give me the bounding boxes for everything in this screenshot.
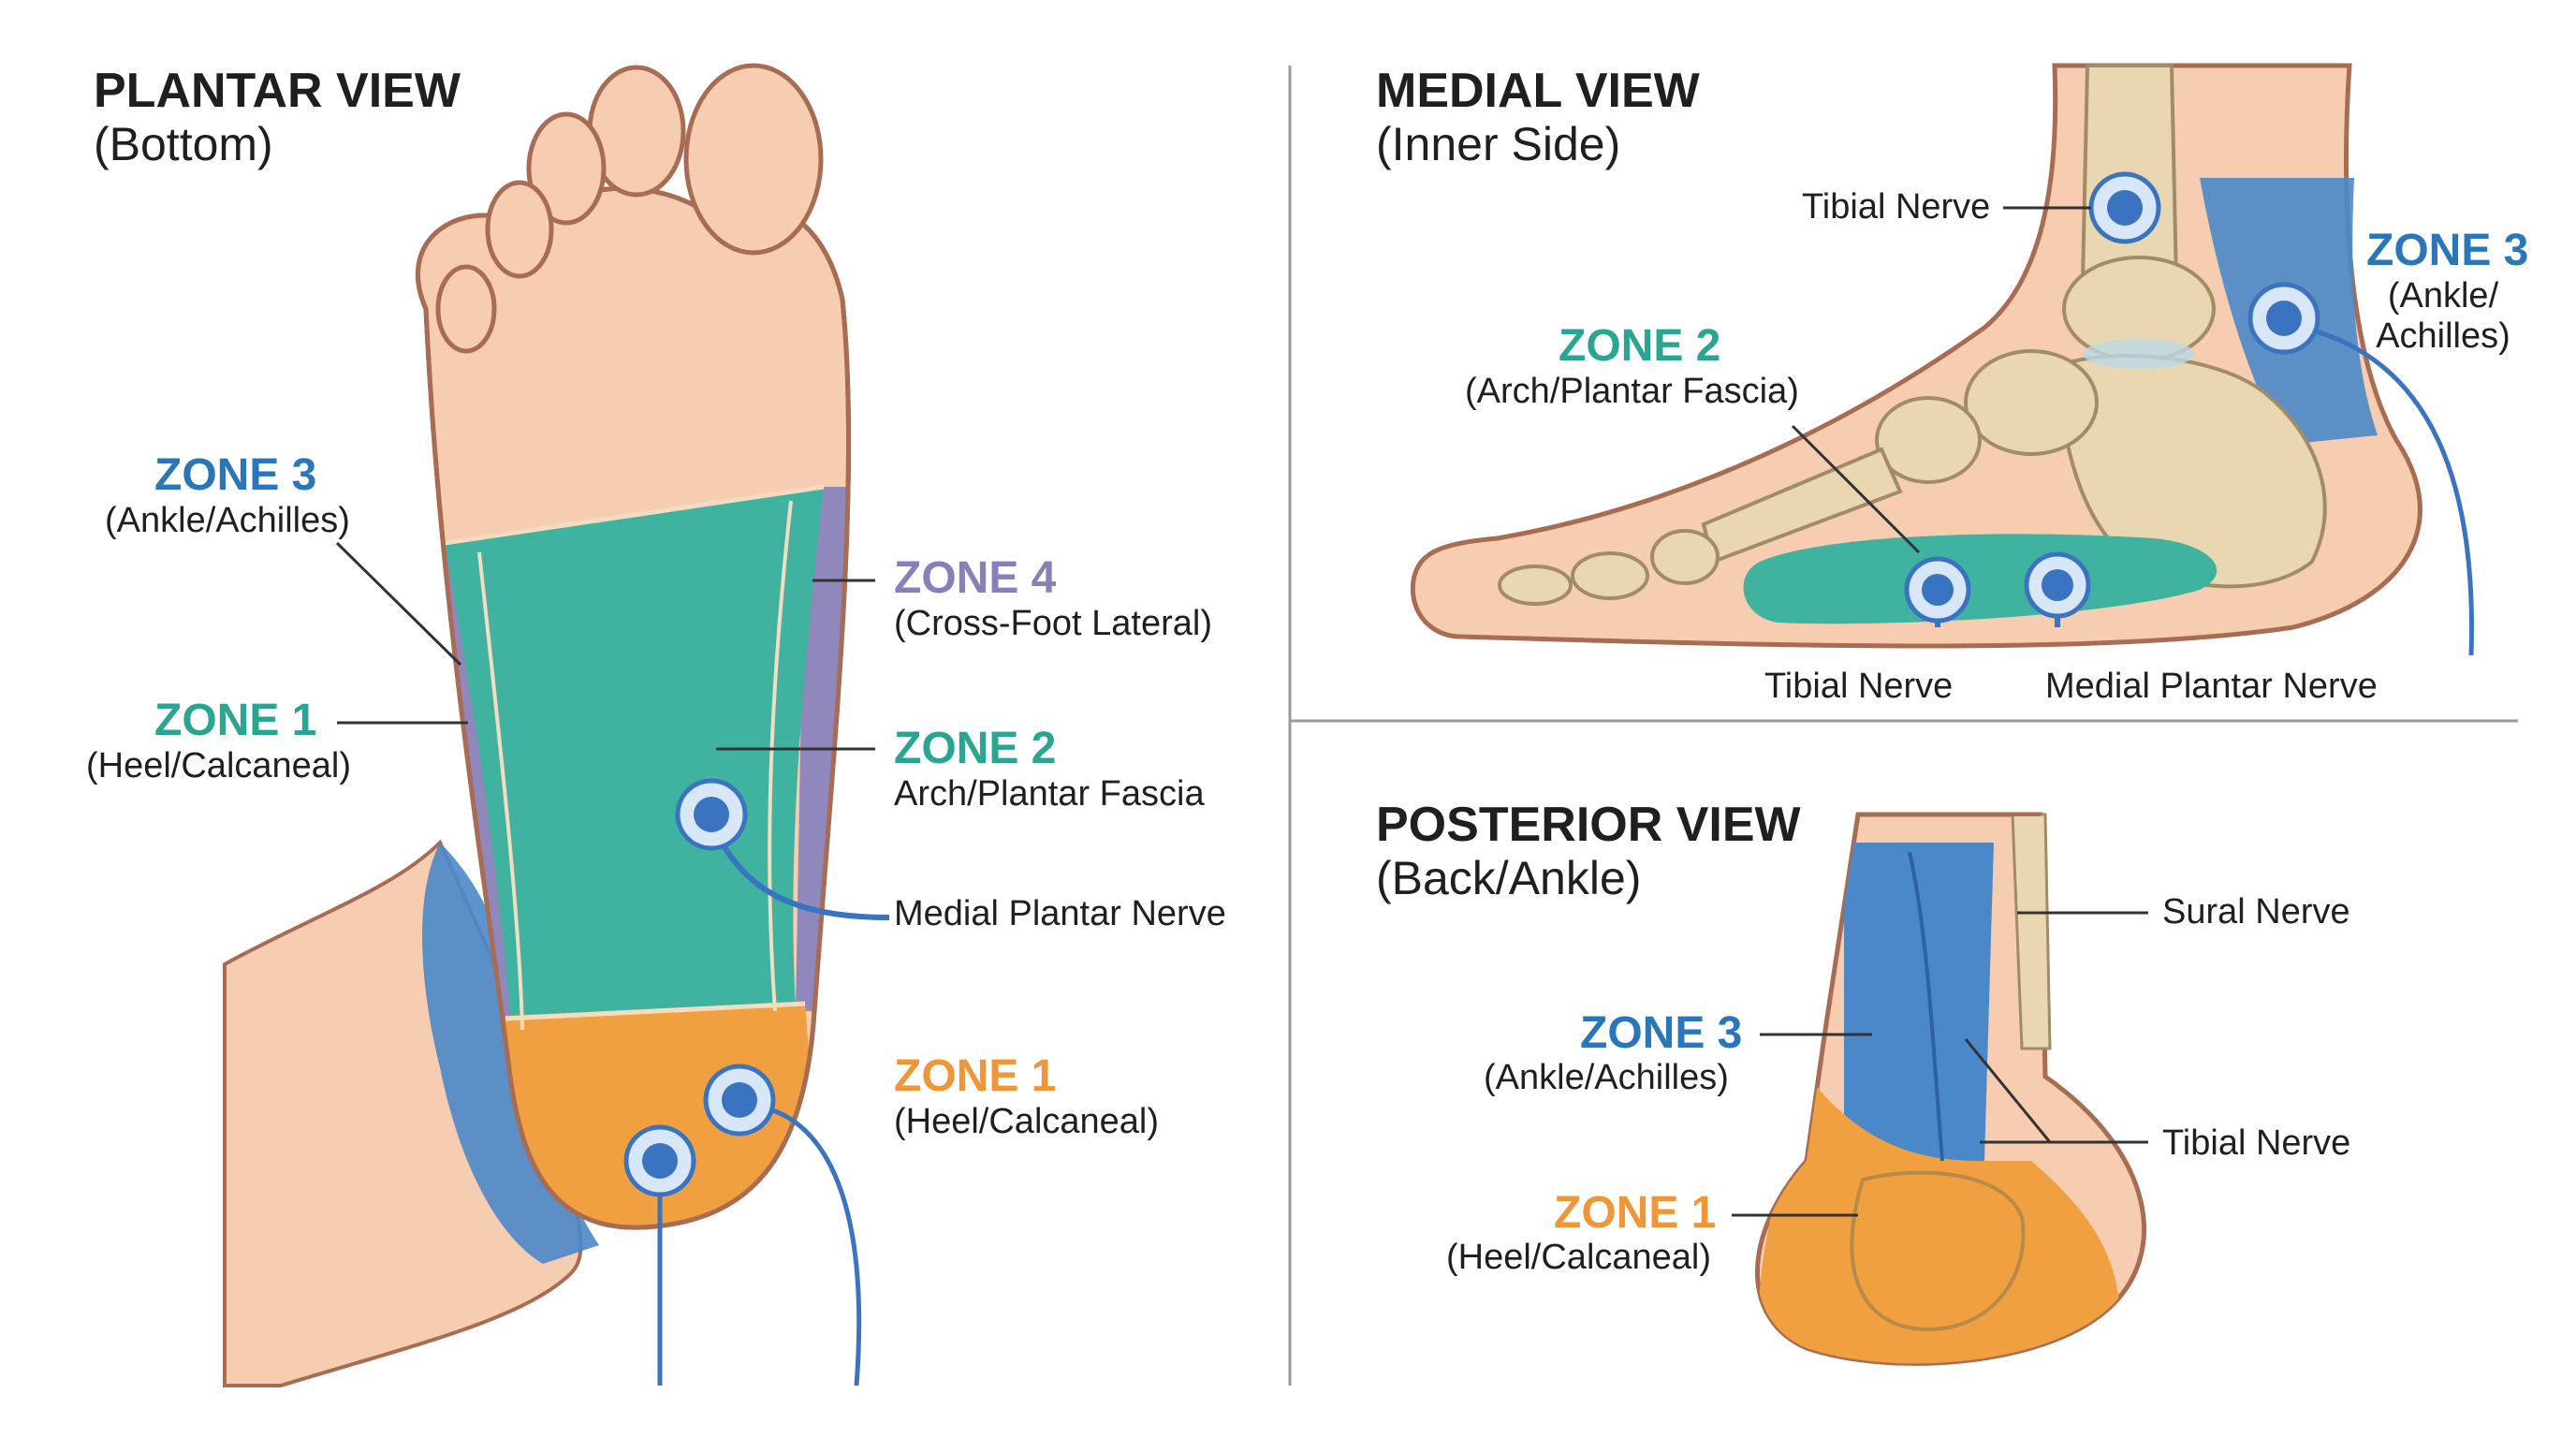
plantar-zone2-name: ZONE 2 xyxy=(894,724,1057,773)
medial-electrode-tibial-top xyxy=(2088,171,2161,244)
posterior-view-subtitle: (Back/Ankle) xyxy=(1376,852,1642,904)
big-toe xyxy=(683,63,824,256)
medial-view-subtitle: (Inner Side) xyxy=(1376,118,1621,170)
leader-posterior-tibial-diag xyxy=(1964,1038,2052,1143)
medial-view-illustration xyxy=(1410,63,2474,656)
plantar-view-subtitle: (Bottom) xyxy=(94,118,273,170)
medial-electrode-medial-plantar xyxy=(2024,551,2091,619)
leader-plantar-zone3 xyxy=(335,541,462,667)
plantar-zone4-desc: (Cross-Foot Lateral) xyxy=(894,604,1212,643)
posterior-zone1-desc: (Heel/Calcaneal) xyxy=(1446,1238,1712,1277)
medial-zone3-desc-line1: (Ankle/ xyxy=(2387,276,2499,315)
plantar-zone3-name: ZONE 3 xyxy=(154,450,317,500)
medial-tibial-nerve-bottom-label: Tibial Nerve xyxy=(1764,667,1954,706)
toe-5 xyxy=(435,264,497,354)
plantar-view-illustration xyxy=(223,63,890,1387)
medial-zone2-arch xyxy=(1743,534,2217,624)
posterior-calcaneus xyxy=(1850,1170,2026,1332)
medial-electrode-achilles xyxy=(2247,282,2320,355)
toe-3 xyxy=(526,111,607,226)
toe-4 xyxy=(485,180,554,279)
leader-medial-zone2 xyxy=(1791,424,1921,554)
medial-view-title: MEDIAL VIEW xyxy=(1376,64,1700,118)
posterior-zone3-achilles xyxy=(1844,843,1994,1161)
medial-tibial-nerve-top-label: Tibial Nerve xyxy=(1802,187,1991,227)
plantar-zone2-desc: Arch/Plantar Fascia xyxy=(894,774,1205,814)
plantar-zone4-name: ZONE 4 xyxy=(894,553,1057,603)
posterior-zone1-heel xyxy=(1758,1086,2121,1364)
medial-zone2-desc: (Arch/Plantar Fascia) xyxy=(1465,372,1799,411)
medial-zone3-name: ZONE 3 xyxy=(2366,226,2529,275)
plantar-zone3-desc: (Ankle/Achilles) xyxy=(105,501,350,540)
posterior-zone3-desc: (Ankle/Achilles) xyxy=(1484,1058,1729,1097)
posterior-zone3-name: ZONE 3 xyxy=(1580,1008,1743,1058)
posterior-view-illustration xyxy=(1732,812,2148,1366)
electrode-heel-center xyxy=(623,1124,696,1197)
plantar-zone1b-name: ZONE 1 xyxy=(894,1051,1057,1101)
electrode-arch xyxy=(675,778,748,851)
plantar-zone1b-desc: (Heel/Calcaneal) xyxy=(894,1102,1160,1141)
posterior-sural-nerve-label: Sural Nerve xyxy=(2162,892,2350,932)
posterior-zone1-name: ZONE 1 xyxy=(1554,1188,1717,1238)
medial-electrode-tibial-bottom xyxy=(1904,556,1971,624)
plantar-view-title: PLANTAR VIEW xyxy=(94,64,461,118)
medial-zone2-name: ZONE 2 xyxy=(1559,321,1721,371)
plantar-medial-plantar-nerve-label: Medial Plantar Nerve xyxy=(894,894,1226,933)
medial-zone3-desc-line2: Achilles) xyxy=(2376,316,2510,356)
posterior-view-title: POSTERIOR VIEW xyxy=(1376,798,1801,852)
plantar-zone1-name: ZONE 1 xyxy=(154,696,317,745)
posterior-tibial-nerve-label: Tibial Nerve xyxy=(2162,1123,2351,1163)
zone2-arch-region xyxy=(445,487,824,1016)
medial-plantar-nerve-label: Medial Plantar Nerve xyxy=(2045,667,2378,706)
electrode-heel-right xyxy=(703,1064,776,1137)
plantar-zone1-desc: (Heel/Calcaneal) xyxy=(86,746,352,785)
